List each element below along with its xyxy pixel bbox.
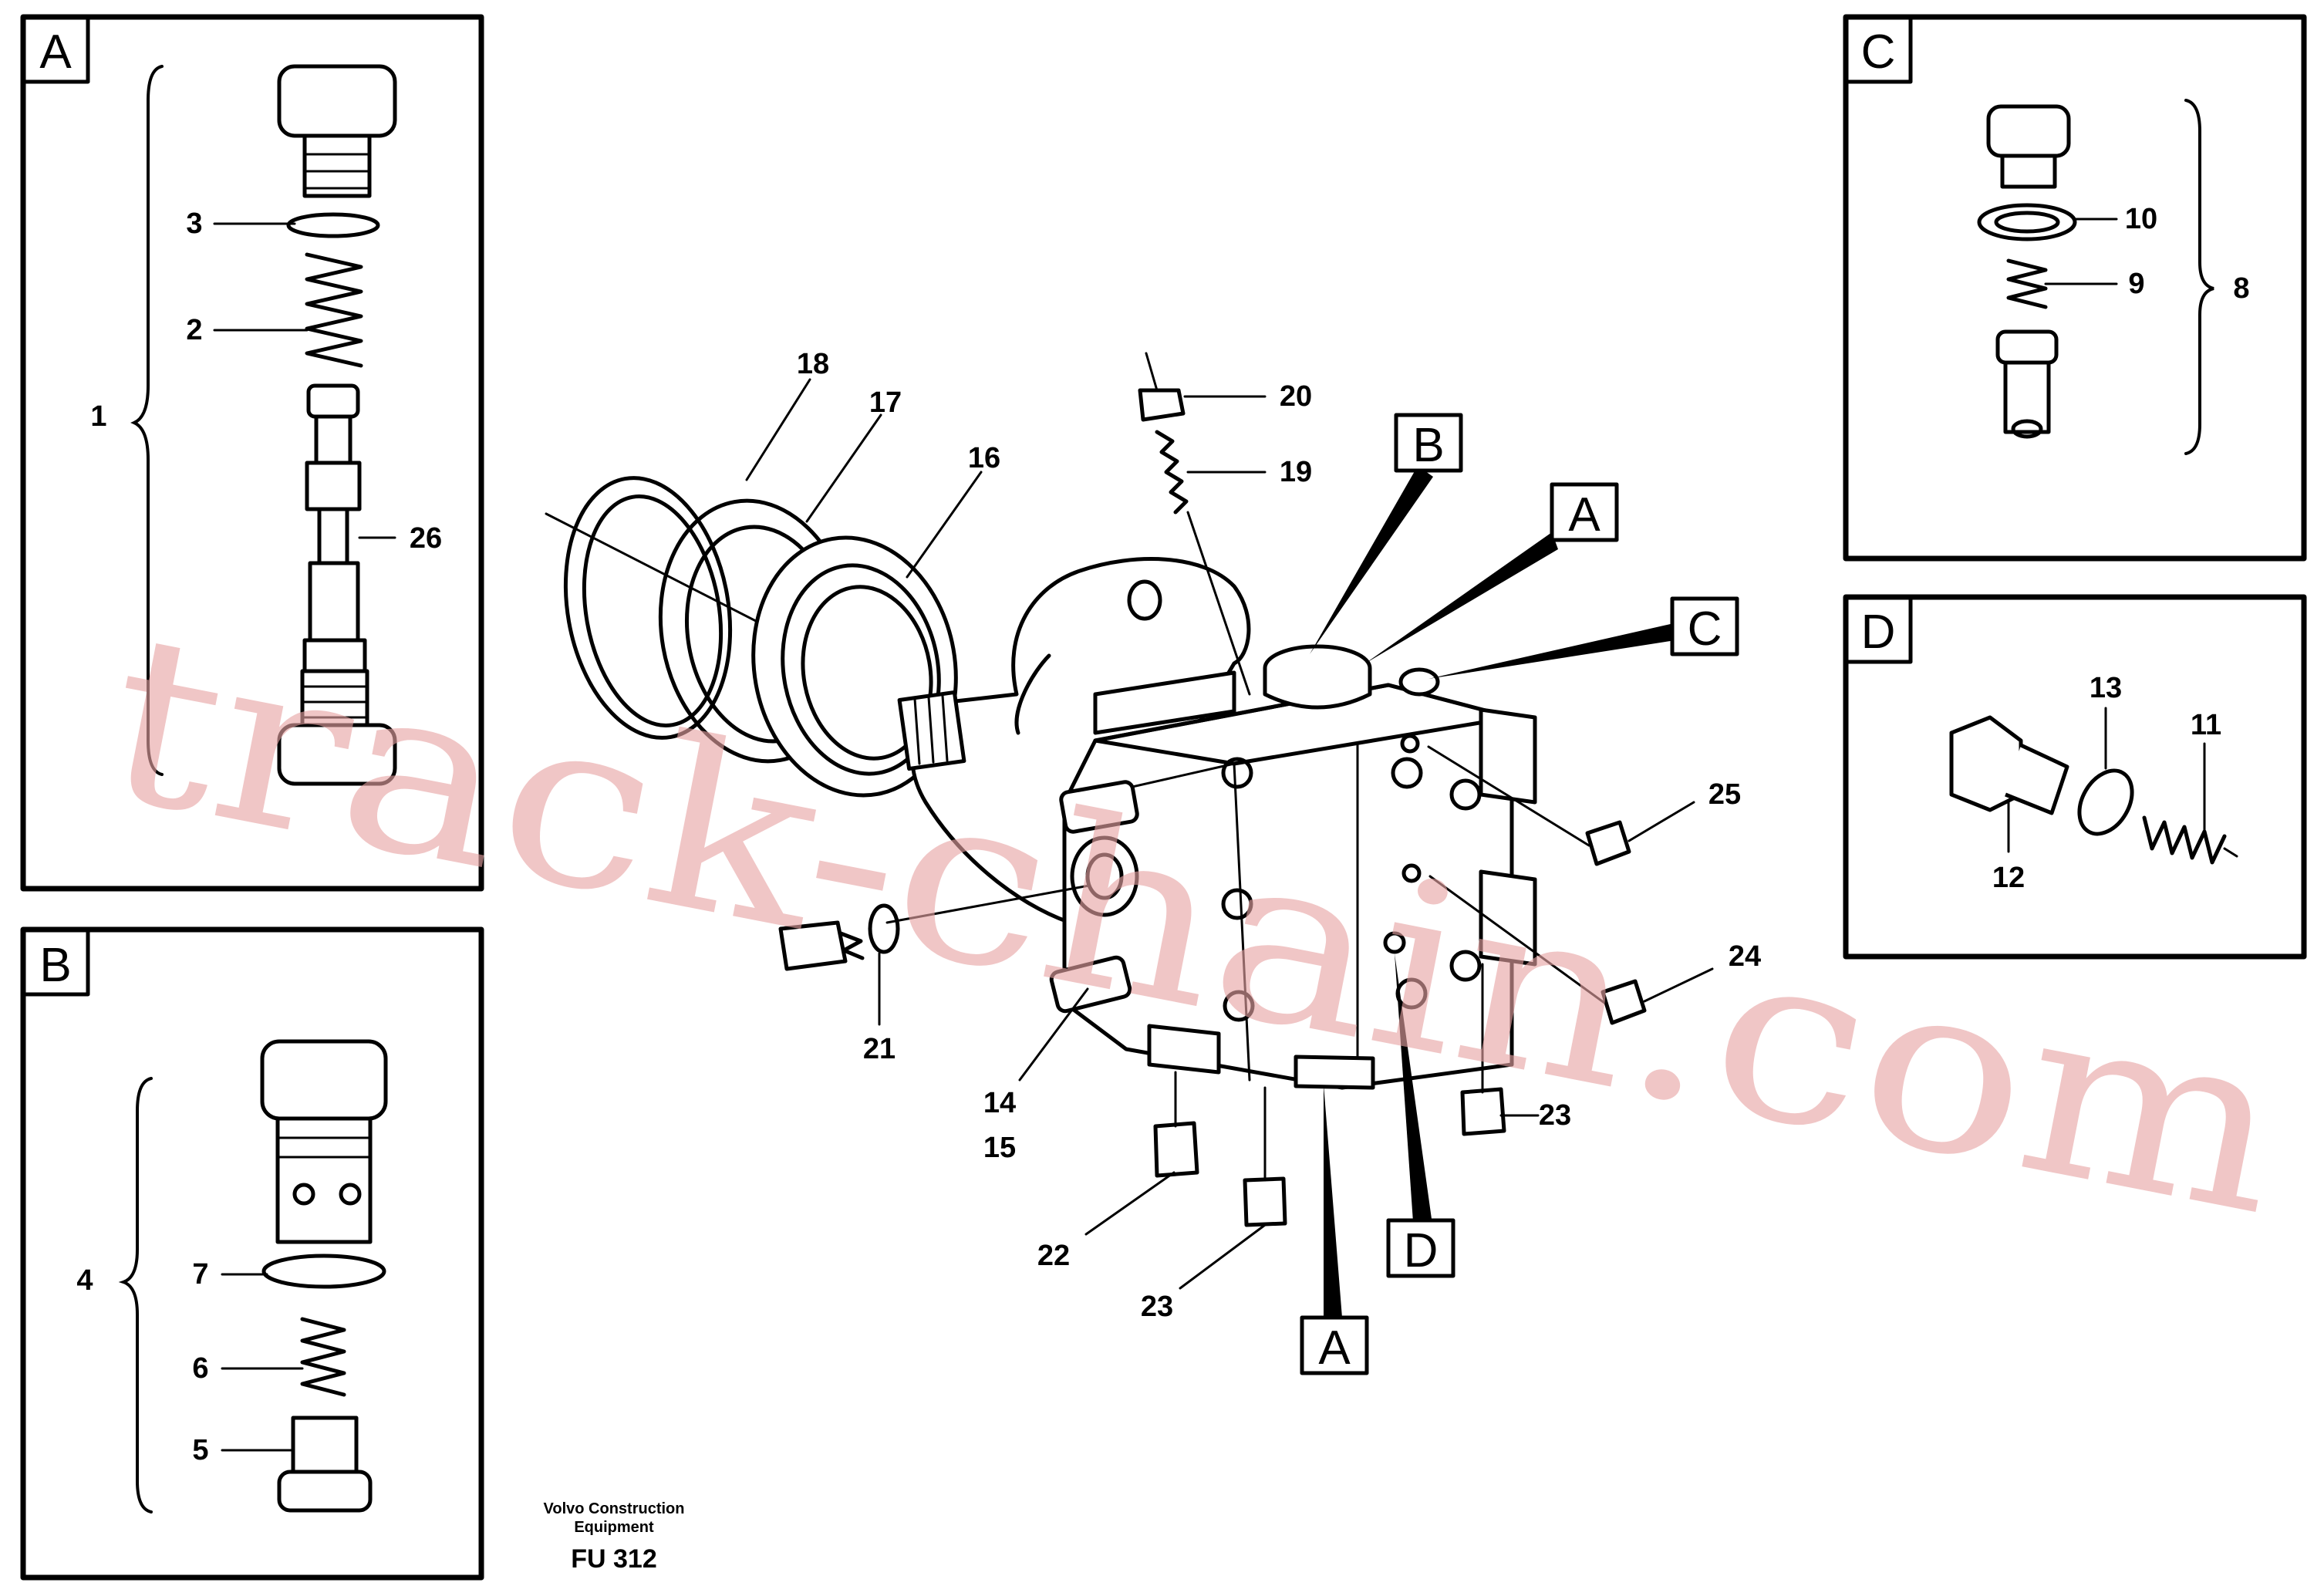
part-number-14: 14 — [983, 1087, 1016, 1119]
panel-d-label: D — [1861, 606, 1896, 659]
callout-c: C — [1428, 596, 1739, 679]
relief-valve-assembly-c — [1977, 104, 2077, 439]
screw-24 — [1428, 875, 1647, 1025]
panel-c-label: C — [1861, 25, 1896, 79]
relief-valve-assembly-a — [277, 64, 397, 786]
part-number-1: 1 — [90, 400, 106, 433]
part-number-22: 22 — [1037, 1240, 1070, 1272]
snap-ring-18 — [563, 476, 733, 740]
part-number-13: 13 — [2090, 672, 2122, 704]
relief-valve-assembly-b — [260, 1039, 388, 1513]
callout-a-top-label: A — [1568, 488, 1600, 542]
part-number-2: 2 — [186, 314, 202, 346]
part-number-4: 4 — [76, 1264, 93, 1297]
part-number-10: 10 — [2125, 203, 2157, 235]
callout-a-bottom: A — [1300, 1085, 1369, 1375]
callout-c-label: C — [1688, 602, 1722, 656]
vent-plug-20-and-spring-19 — [1138, 352, 1251, 696]
callout-b: B — [1310, 413, 1463, 654]
part-number-26: 26 — [410, 522, 442, 555]
part-number-6: 6 — [192, 1352, 208, 1385]
callout-d: D — [1386, 953, 1455, 1278]
check-valve-assembly-d — [1949, 715, 2238, 865]
detail-panel-d: D 13 11 12 — [1843, 594, 2307, 960]
plug-22 — [1153, 1071, 1199, 1178]
pump-exploded-view — [545, 352, 1714, 1290]
detail-panel-c: C 10 9 8 — [1843, 14, 2307, 562]
part-number-19: 19 — [1280, 456, 1312, 488]
part-number-11: 11 — [2191, 709, 2221, 741]
caption-line-2: Equipment — [574, 1519, 654, 1536]
part-number-7: 7 — [192, 1258, 208, 1291]
callout-b-label: B — [1412, 419, 1444, 472]
panel-b-label: B — [39, 939, 71, 992]
detail-panel-a: A 3 2 1 26 — [20, 14, 484, 892]
detail-panel-b: B 7 6 5 4 — [20, 926, 484, 1581]
part-number-9: 9 — [2128, 268, 2144, 300]
part-number-20: 20 — [1280, 380, 1312, 413]
screw-21-and-washer — [778, 884, 1091, 971]
callout-a-top: A — [1365, 482, 1619, 663]
plug-23-right — [1460, 963, 1506, 1136]
callout-d-label: D — [1404, 1224, 1439, 1277]
part-number-5: 5 — [192, 1434, 208, 1466]
part-number-18: 18 — [797, 348, 829, 380]
part-number-17: 17 — [869, 386, 902, 419]
callout-a-bottom-label: A — [1318, 1321, 1351, 1375]
part-number-12: 12 — [1992, 862, 2025, 894]
pump-housing — [897, 557, 1537, 1090]
caption-line-1: Volvo Construction — [544, 1500, 685, 1517]
drawing-caption: Volvo Construction Equipment FU 312 — [544, 1500, 685, 1574]
part-number-24: 24 — [1729, 940, 1761, 973]
drawing-code: FU 312 — [571, 1544, 657, 1574]
part-number-23-lower: 23 — [1141, 1291, 1173, 1323]
part-number-21: 21 — [863, 1033, 896, 1065]
part-number-15: 15 — [983, 1132, 1016, 1164]
part-number-16: 16 — [968, 442, 1000, 474]
part-number-3: 3 — [186, 208, 202, 240]
part-number-23-right: 23 — [1539, 1099, 1571, 1132]
screw-25 — [1427, 745, 1631, 866]
part-number-8: 8 — [2233, 272, 2249, 305]
panel-a-label: A — [39, 25, 72, 79]
part-number-25: 25 — [1708, 778, 1741, 811]
plug-23-lower — [1243, 1086, 1287, 1227]
